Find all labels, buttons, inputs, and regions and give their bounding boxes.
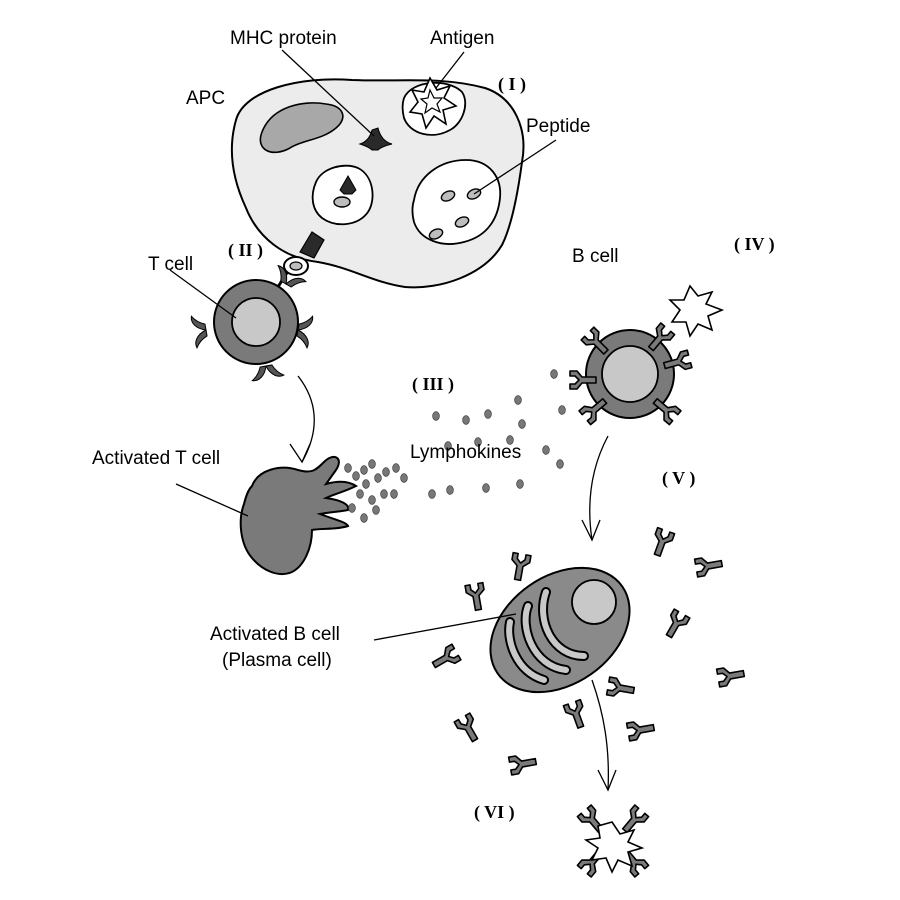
t-cell	[190, 264, 314, 382]
lymphokine-dot	[390, 489, 398, 499]
lymphokine-dot	[368, 459, 376, 469]
label-b-cell: B cell	[572, 246, 618, 267]
lymphokine-dot	[382, 467, 390, 477]
lymphokine-dot	[514, 395, 522, 405]
lymphokine-dot	[362, 479, 370, 489]
label-apc: APC	[186, 88, 225, 109]
step-label-iv: ( IV )	[734, 234, 775, 255]
antigen-antibody-complex	[576, 804, 650, 878]
label-plasma-cell: (Plasma cell)	[222, 650, 332, 671]
lymphokine-dots	[344, 369, 566, 523]
lymphokine-dot	[462, 415, 470, 425]
step-label-i: ( I )	[498, 74, 526, 95]
label-t-cell: T cell	[148, 254, 193, 275]
lymphokine-dot	[368, 495, 376, 505]
lymphokine-dot	[360, 465, 368, 475]
lymphokine-dot	[380, 489, 388, 499]
lymphokine-dot	[556, 459, 564, 469]
lymphokine-dot	[518, 419, 526, 429]
lymphokine-dot	[446, 485, 454, 495]
b-cell-antigen-icon	[668, 284, 725, 338]
label-peptide: Peptide	[526, 116, 590, 137]
lymphokine-dot	[352, 471, 360, 481]
lymphokine-dot	[432, 411, 440, 421]
step-label-iii: ( III )	[412, 374, 454, 395]
lymphokine-dot	[542, 445, 550, 455]
lymphokine-dot	[428, 489, 436, 499]
step-label-v: ( V )	[662, 468, 695, 489]
lymphokine-dot	[374, 473, 382, 483]
lymphokine-dot	[356, 489, 364, 499]
connector-lines	[169, 49, 617, 792]
label-activated-b-cell: Activated B cell	[210, 624, 340, 645]
plasma-cell	[489, 566, 631, 694]
lymphokine-dot	[348, 503, 356, 513]
apc-cell	[230, 78, 525, 289]
lymphokine-dot	[550, 369, 558, 379]
lymphokine-dot	[484, 409, 492, 419]
label-mhc-protein: MHC protein	[230, 28, 337, 49]
lymphokine-dot	[516, 479, 524, 489]
lymphokine-dot	[372, 505, 380, 515]
step-label-ii: ( II )	[228, 240, 263, 261]
label-antigen: Antigen	[430, 28, 494, 49]
label-lymphokines: Lymphokines	[410, 442, 521, 463]
lymphokine-dot	[482, 483, 490, 493]
lymphokine-dot	[392, 463, 400, 473]
lymphokine-dot	[360, 513, 368, 523]
lymphokine-dot	[444, 441, 452, 451]
b-cell	[569, 322, 693, 426]
label-activated-t-cell: Activated T cell	[92, 448, 220, 469]
lymphokine-dot	[400, 473, 408, 483]
mhc-protein-icon	[358, 127, 393, 151]
activated-t-cell	[239, 455, 358, 576]
step-label-vi: ( VI )	[474, 802, 515, 823]
lymphokine-dot	[558, 405, 566, 415]
lymphokine-dot	[506, 435, 514, 445]
lymphokine-dot	[344, 463, 352, 473]
lymphokine-dot	[474, 437, 482, 447]
